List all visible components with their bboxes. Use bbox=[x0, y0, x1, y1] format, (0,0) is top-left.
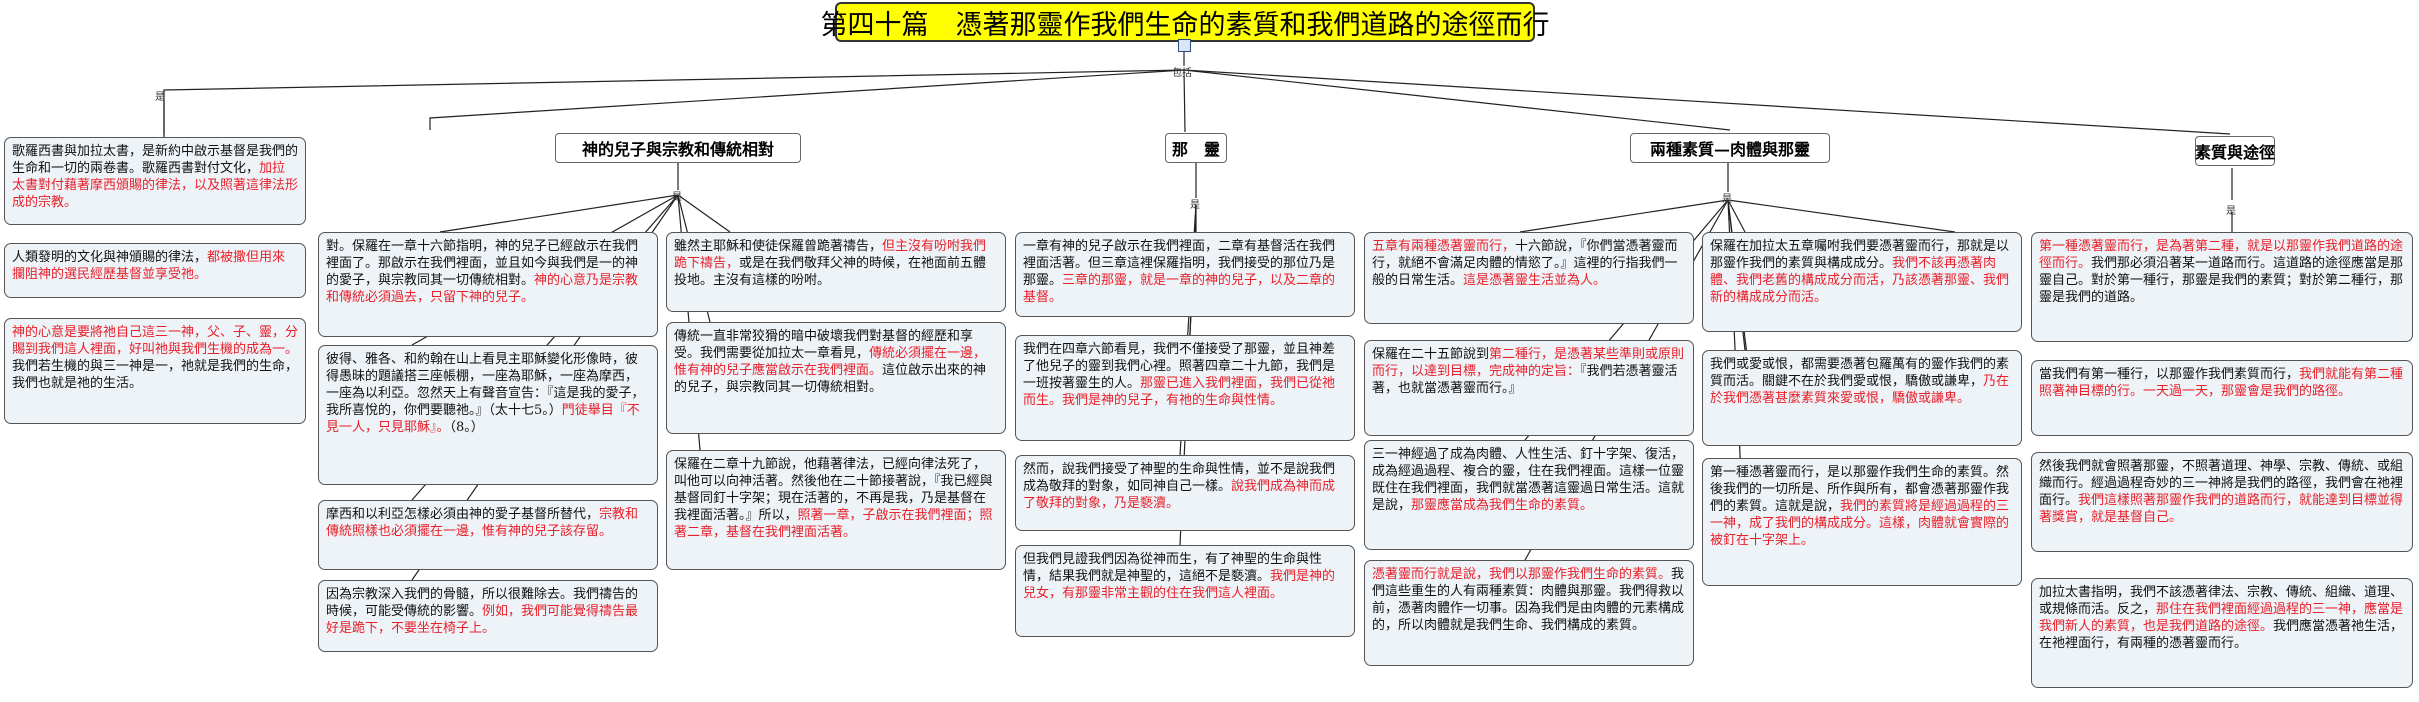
card-cat1-6: 傳統一直非常狡猾的暗中破壞我們對基督的經歷和享受。我們需要從加拉太一章看見，傳統… bbox=[666, 322, 1006, 434]
topic-marker-icon bbox=[1178, 39, 1191, 52]
card-text-segment: 神的心意是要將祂自己這三一神，父、子、靈，分賜到我們這人裡面，好叫祂與我們生機的… bbox=[12, 325, 299, 357]
card-text-segment: 我們這樣照著那靈作我們的道路而行，就能達到目標並得著獎賞，就是基督自己。 bbox=[2039, 493, 2404, 525]
branch-label-left: 是 bbox=[155, 92, 165, 103]
card-text-segment: 保羅在加拉太五章囑咐我們要憑著靈而行，那就是以那靈作我們的素質與構成成分。 bbox=[1710, 239, 2010, 271]
card-text-segment: 人類發明的文化與神頒賜的律法， bbox=[12, 250, 208, 265]
card-text-segment: 第一種憑著靈而行，是以那靈作我們生命的素質。然後我們的一切所是、所作與所有，都會… bbox=[1710, 465, 2010, 514]
card-text-segment: 或是在我們敬拜父神的時候，在祂面前五體投地。主沒有這樣的吩咐。 bbox=[674, 256, 987, 288]
card-cat3-7: 第一種憑著靈而行，是以那靈作我們生命的素質。然後我們的一切所是、所作與所有，都會… bbox=[1702, 458, 2022, 586]
card-cat3-4: 憑著靈而行就是說，我們以那靈作我們生命的素質。我們這些重生的人有兩種素質：肉體與… bbox=[1364, 560, 1694, 666]
card-cat3-5: 保羅在加拉太五章囑咐我們要憑著靈而行，那就是以那靈作我們的素質與構成成分。我們不… bbox=[1702, 232, 2022, 332]
page-title: 第四十篇 憑著那靈作我們生命的素質和我們道路的途徑而行 bbox=[821, 2, 1550, 42]
card-cat1-1: 對。保羅在一章十六節指明，神的兒子已經啟示在我們裡面了。那啟示在我們裡面，並且如… bbox=[318, 232, 658, 337]
card-text-segment: 門徒舉目『不見一人，只見耶穌』。 bbox=[326, 403, 640, 435]
card-text-segment: 加拉太書對付藉著摩西頒賜的律法，以及照著這律法形成的宗教。 bbox=[12, 161, 299, 210]
card-left-2: 人類發明的文化與神頒賜的律法，都被撒但用來攔阻神的選民經歷基督並享受祂。 bbox=[4, 243, 306, 298]
card-text-segment: 第一種憑著靈而行，是為著第二種，就是以那靈作我們道路的途徑而行。 bbox=[2039, 239, 2404, 271]
card-text-segment: 但主沒有吩咐我們跪下禱告， bbox=[674, 239, 987, 271]
card-text-segment: 那靈應當成為我們生命的素質。 bbox=[1411, 498, 1594, 513]
category-the-spirit: 那 靈 bbox=[1165, 133, 1227, 163]
card-text-segment: 三一神經過了成為肉體、人性生活、釘十字架、復活，成為經過過程、複合的靈，住在我們… bbox=[1372, 447, 1685, 513]
branch-label-cat2: 是 bbox=[1190, 200, 1200, 211]
card-cat2-4: 但我們見證我們因為從神而生，有了神聖的生命與性情，結果我們就是神聖的，這絕不是褻… bbox=[1015, 545, 1355, 637]
card-cat1-7: 保羅在二章十九節說，他藉著律法，已經向律法死了，叫他可以向神活著。然後他在二十節… bbox=[666, 450, 1006, 570]
card-text-segment: 雖然主耶穌和使徒保羅曾跪著禱告， bbox=[674, 239, 883, 254]
card-cat3-3: 三一神經過了成為肉體、人性生活、釘十字架、復活，成為經過過程、複合的靈，住在我們… bbox=[1364, 440, 1694, 550]
card-text-segment: 我們若生機的與三一神是一，祂就是我們的生命，我們也就是祂的生活。 bbox=[12, 359, 299, 391]
card-cat3-6: 我們或愛或恨，都需要憑著包羅萬有的靈作我們的素質而活。關鍵不在於我們愛或恨，驕傲… bbox=[1702, 350, 2022, 446]
card-text-segment: 傳統一直非常狡猾的暗中破壞我們對基督的經歷和享受。我們需要從加拉太一章看見， bbox=[674, 329, 974, 361]
card-cat1-4: 因為宗教深入我們的骨髓，所以很難除去。我們禱告的時候，可能受傳統的影響。例如，我… bbox=[318, 580, 658, 652]
card-text-segment: 傳統必須擺在一邊，惟有神的兒子應當啟示在我們裡面。 bbox=[674, 346, 987, 378]
card-cat4-4: 加拉太書指明，我們不該憑著律法、宗教、傳統、組織、道理、或規條而活。反之，那住在… bbox=[2031, 578, 2413, 688]
card-text-segment: 對。保羅在一章十六節指明，神的兒子已經啟示在我們裡面了。那啟示在我們裡面，並且如… bbox=[326, 239, 639, 288]
card-text-segment: 我們就能有第二種照著神目標的行。一天過一天，那靈會是我們的路徑。 bbox=[2039, 367, 2404, 399]
card-text-segment: 那靈已進入我們裡面，我們已從祂而生。我們是神的兒子，有祂的生命與性情。 bbox=[1023, 376, 1336, 408]
card-text-segment: 宗教和傳統照樣也必須擺在一邊，惟有神的兒子該存留。 bbox=[326, 507, 639, 539]
card-text-segment: 第二種行，是憑著某些準則或原則而行，以達到目標，完成神的定旨： bbox=[1372, 347, 1685, 379]
card-text-segment: 『我們若憑著靈活著，也就當憑著靈而行。』 bbox=[1372, 364, 1678, 396]
card-text-segment: 例如，我們可能覺得禱告最好是跪下，不要坐在椅子上。 bbox=[326, 604, 639, 636]
card-cat4-1: 第一種憑著靈而行，是為著第二種，就是以那靈作我們道路的途徑而行。我們那必須沿著某… bbox=[2031, 232, 2413, 342]
card-cat4-3: 然後我們就會照著那靈，不照著道理、神學、宗教、傳統、或組織而行。經過過程奇妙的三… bbox=[2031, 452, 2413, 552]
card-cat4-2: 當我們有第一種行，以那靈作我們素質而行，我們就能有第二種照著神目標的行。一天過一… bbox=[2031, 360, 2413, 436]
card-text-segment: 彼得、雅各、和約翰在山上看見主耶穌變化形像時，彼得愚昧的題議搭三座帳棚，一座為耶… bbox=[326, 352, 645, 418]
card-left-1: 歌羅西書與加拉太書，是新約中啟示基督是我們的生命和一切的兩卷書。歌羅西書對付文化… bbox=[4, 137, 306, 225]
card-text-segment: 那住在我們裡面經過過程的三一神，應當是我們新人的素質，也是我們道路的途徑。 bbox=[2039, 602, 2404, 634]
card-text-segment: 摩西和以利亞怎樣必須由神的愛子基督所替代， bbox=[326, 507, 600, 522]
card-text-segment: 但我們見證我們因為從神而生，有了神聖的生命與性情，結果我們就是神聖的，這絕不是褻… bbox=[1023, 552, 1323, 584]
card-text-segment: 我們的素質將是經過過程的三一神，成了我們的構成成分。這樣，肉體就會實際的被釘在十… bbox=[1710, 499, 2010, 548]
card-text-segment: 保羅在二章十九節說，他藉著律法，已經向律法死了，叫他可以向神活著。然後他在二十節… bbox=[674, 457, 993, 523]
card-text-segment: 乃在於我們憑著甚麼素質來愛或恨，驕傲或謙卑。 bbox=[1710, 374, 2010, 406]
card-text-segment: （8。） bbox=[449, 420, 484, 435]
card-text-segment: 我們應當憑著祂生活，在祂裡面行，有兩種的憑著靈而行。 bbox=[2039, 619, 2404, 651]
card-text-segment: 當我們有第一種行，以那靈作我們素質而行， bbox=[2039, 367, 2300, 382]
branch-label-cat1: 是 bbox=[672, 192, 682, 203]
card-cat1-3: 摩西和以利亞怎樣必須由神的愛子基督所替代，宗教和傳統照樣也必須擺在一邊，惟有神的… bbox=[318, 500, 658, 570]
card-left-3: 神的心意是要將祂自己這三一神，父、子、靈，分賜到我們這人裡面，好叫祂與我們生機的… bbox=[4, 318, 306, 424]
card-text-segment: 然後我們就會照著那靈，不照著道理、神學、宗教、傳統、或組織而行。經過過程奇妙的三… bbox=[2039, 459, 2404, 508]
card-text-segment: 這是憑著靈生活並為人。 bbox=[1463, 273, 1607, 288]
card-text-segment: 這位啟示出來的神的兒子，與宗教同其一切傳統相對。 bbox=[674, 363, 987, 395]
category-essence-and-way: 素質與途徑 bbox=[2195, 136, 2275, 166]
branch-label-cat3: 是 bbox=[1722, 194, 1732, 205]
card-text-segment: 保羅在二十五節說到 bbox=[1372, 347, 1490, 362]
category-son-vs-religion: 神的兒子與宗教和傳統相對 bbox=[555, 133, 801, 163]
card-cat3-2: 保羅在二十五節說到第二種行，是憑著某些準則或原則而行，以達到目標，完成神的定旨：… bbox=[1364, 340, 1694, 436]
card-cat2-3: 然而，說我們接受了神聖的生命與性情，並不是說我們成為敬拜的對象，如同神自己一樣。… bbox=[1015, 455, 1355, 531]
card-text-segment: 照著一章，子啟示在我們裡面；照著二章，基督在我們裡面活著。 bbox=[674, 508, 993, 540]
card-text-segment: 歌羅西書與加拉太書，是新約中啟示基督是我們的生命和一切的兩卷書。歌羅西書對付文化… bbox=[12, 144, 299, 176]
card-text-segment: 神的心意乃是宗教和傳統必須過去，只留下神的兒子。 bbox=[326, 273, 639, 305]
card-text-segment: 因為宗教深入我們的骨髓，所以很難除去。我們禱告的時候，可能受傳統的影響。 bbox=[326, 587, 639, 619]
card-text-segment: 我們這些重生的人有兩種素質：肉體與那靈。我們得救以前，憑著肉體作一切事。因為我們… bbox=[1372, 567, 1685, 633]
card-text-segment: 我們不該再憑著肉體、我們老舊的構成成分而活，乃該憑著那靈、我們新的構成成分而活。 bbox=[1710, 256, 2010, 305]
card-cat3-1: 五章有兩種憑著靈而行，十六節說，『你們當憑著靈而行，就絕不會滿足肉體的情慾了。』… bbox=[1364, 232, 1694, 324]
card-text-segment: 都被撒但用來攔阻神的選民經歷基督並享受祂。 bbox=[12, 250, 286, 282]
card-text-segment: 我們或愛或恨，都需要憑著包羅萬有的靈作我們的素質而活。關鍵不在於我們愛或恨，驕傲… bbox=[1710, 357, 2010, 389]
card-text-segment: 我們是神的兒女，有那靈非常主觀的住在我們這人裡面。 bbox=[1023, 569, 1336, 601]
card-cat1-5: 雖然主耶穌和使徒保羅曾跪著禱告，但主沒有吩咐我們跪下禱告，或是在我們敬拜父神的時… bbox=[666, 232, 1006, 312]
card-text-segment: 五章有兩種憑著靈而行， bbox=[1372, 239, 1516, 254]
card-text-segment: 說我們成為神而成了敬拜的對象，乃是褻瀆。 bbox=[1023, 479, 1336, 511]
connector-label: 包括 bbox=[1172, 68, 1192, 79]
card-cat2-1: 一章有神的兒子啟示在我們裡面，二章有基督活在我們裡面活著。但三章這裡保羅指明，我… bbox=[1015, 232, 1355, 317]
card-text-segment: 三章的那靈，就是一章的神的兒子，以及二章的基督。 bbox=[1023, 273, 1336, 305]
card-cat2-2: 我們在四章六節看見，我們不僅接受了那靈，並且神差了他兒子的靈到我們心裡。照著四章… bbox=[1015, 335, 1355, 441]
card-cat1-2: 彼得、雅各、和約翰在山上看見主耶穌變化形像時，彼得愚昧的題議搭三座帳棚，一座為耶… bbox=[318, 345, 658, 485]
card-text-segment: 然而，說我們接受了神聖的生命與性情，並不是說我們成為敬拜的對象，如同神自己一樣。 bbox=[1023, 462, 1336, 494]
category-two-essences: 兩種素質—肉體與那靈 bbox=[1630, 133, 1830, 163]
card-text-segment: 十六節說，『你們當憑著靈而行，就絕不會滿足肉體的情慾了。』這裡的行指我們一般的日… bbox=[1372, 239, 1678, 288]
card-text-segment: 憑著靈而行就是說，我們以那靈作我們生命的素質。 bbox=[1372, 567, 1672, 582]
branch-label-cat4: 是 bbox=[2226, 206, 2236, 217]
card-text-segment: 我們在四章六節看見，我們不僅接受了那靈，並且神差了他兒子的靈到我們心裡。照著四章… bbox=[1023, 342, 1336, 391]
card-text-segment: 加拉太書指明，我們不該憑著律法、宗教、傳統、組織、道理、或規條而活。反之， bbox=[2039, 585, 2404, 617]
card-text-segment: 我們那必須沿著某一道路而行。這道路的途徑應當是那靈自己。對於第一種行，那靈是我們… bbox=[2039, 256, 2404, 305]
card-text-segment: 一章有神的兒子啟示在我們裡面，二章有基督活在我們裡面活著。但三章這裡保羅指明，我… bbox=[1023, 239, 1336, 288]
